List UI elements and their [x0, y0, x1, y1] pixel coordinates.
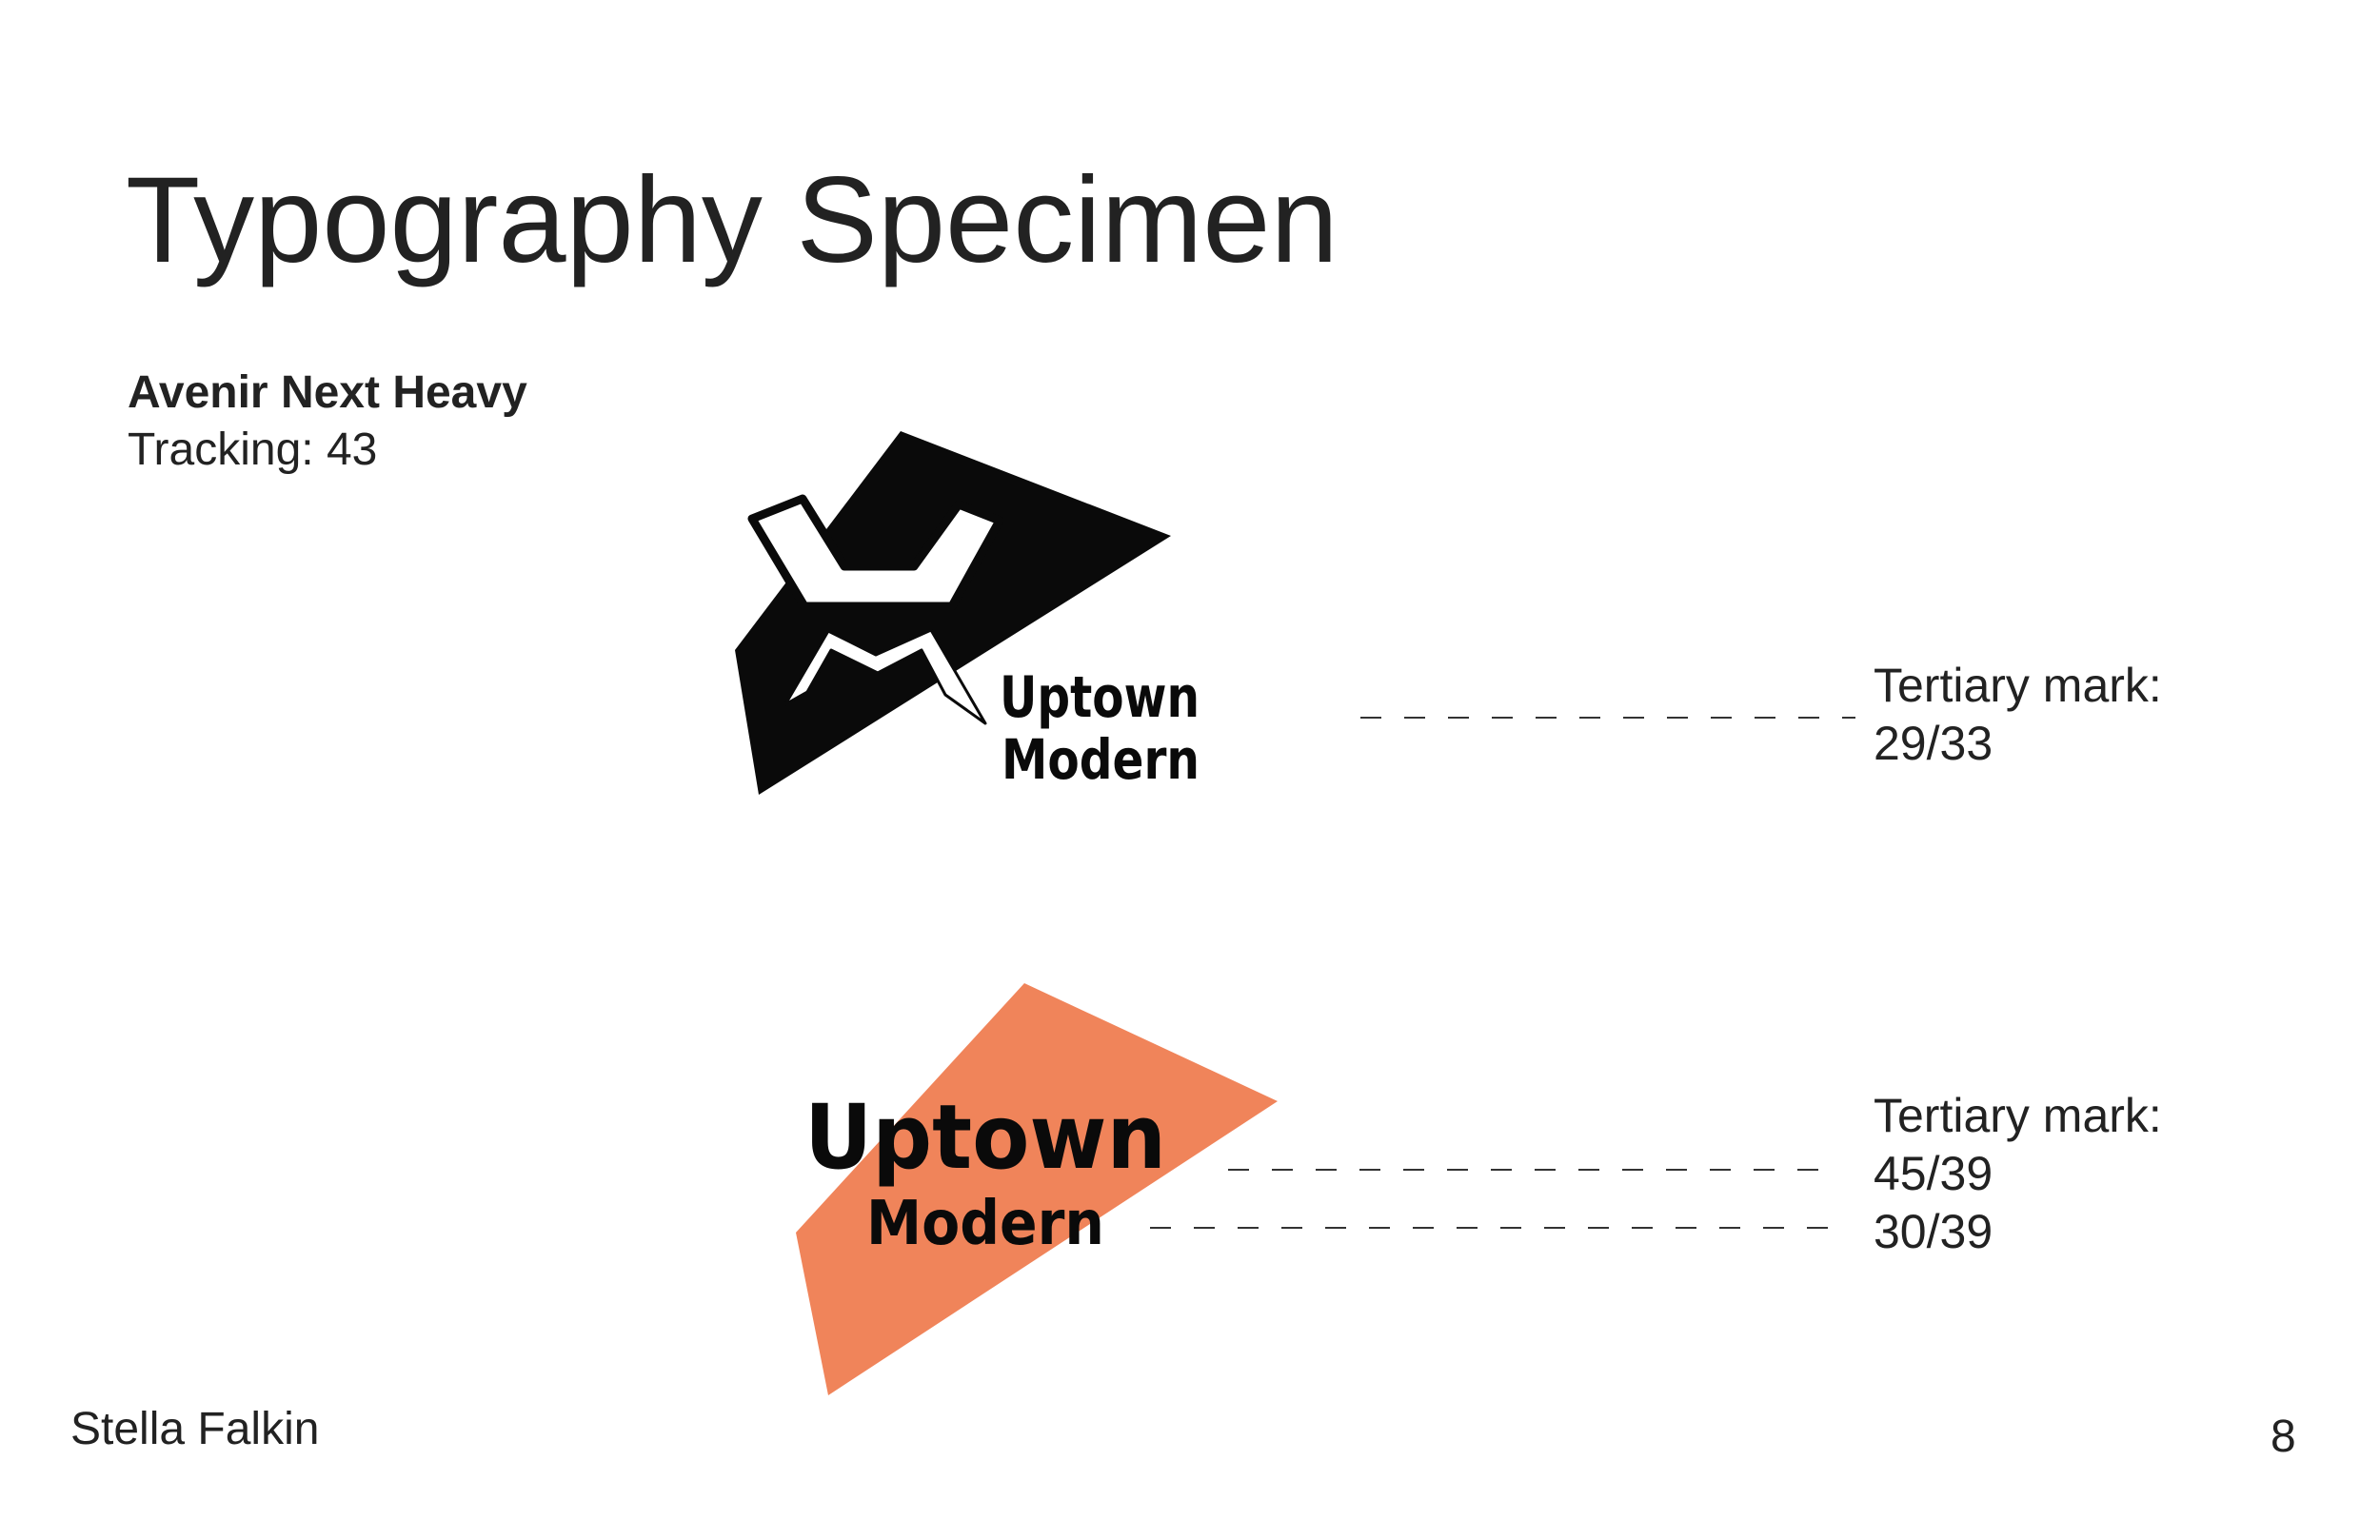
chair-legs-shape	[783, 628, 987, 725]
black-background-shape	[735, 431, 1171, 795]
chair-seat-shape	[747, 494, 1004, 611]
orange-background-shape	[796, 983, 1278, 1395]
black-logo-mark: Uptown Modern	[735, 431, 1200, 795]
label-heading: Tertiary mark:	[1874, 1089, 2162, 1142]
font-name: Avenir Next Heavy	[128, 367, 527, 418]
black-mark-label: Tertiary mark: 29/33	[1874, 657, 2162, 773]
label-heading: Tertiary mark:	[1874, 659, 2162, 712]
page-number: 8	[2271, 1412, 2296, 1462]
footer-author: Stella Falkin	[70, 1404, 320, 1454]
label-size: 45/39	[1874, 1147, 1993, 1200]
orange-logo-mark: Uptown Modern	[796, 983, 1278, 1395]
label-size: 29/33	[1874, 717, 1993, 770]
orange-wordmark-uptown: Uptown	[804, 1086, 1166, 1190]
font-tracking: Tracking: 43	[128, 424, 378, 475]
black-wordmark-modern: Modern	[1002, 727, 1200, 792]
label-size: 30/39	[1874, 1205, 1993, 1258]
orange-mark-label: Tertiary mark: 45/39 30/39	[1874, 1087, 2162, 1261]
black-wordmark-uptown: Uptown	[1000, 664, 1200, 731]
page-title: Typography Specimen	[126, 152, 1339, 288]
orange-wordmark-modern: Modern	[866, 1189, 1104, 1259]
